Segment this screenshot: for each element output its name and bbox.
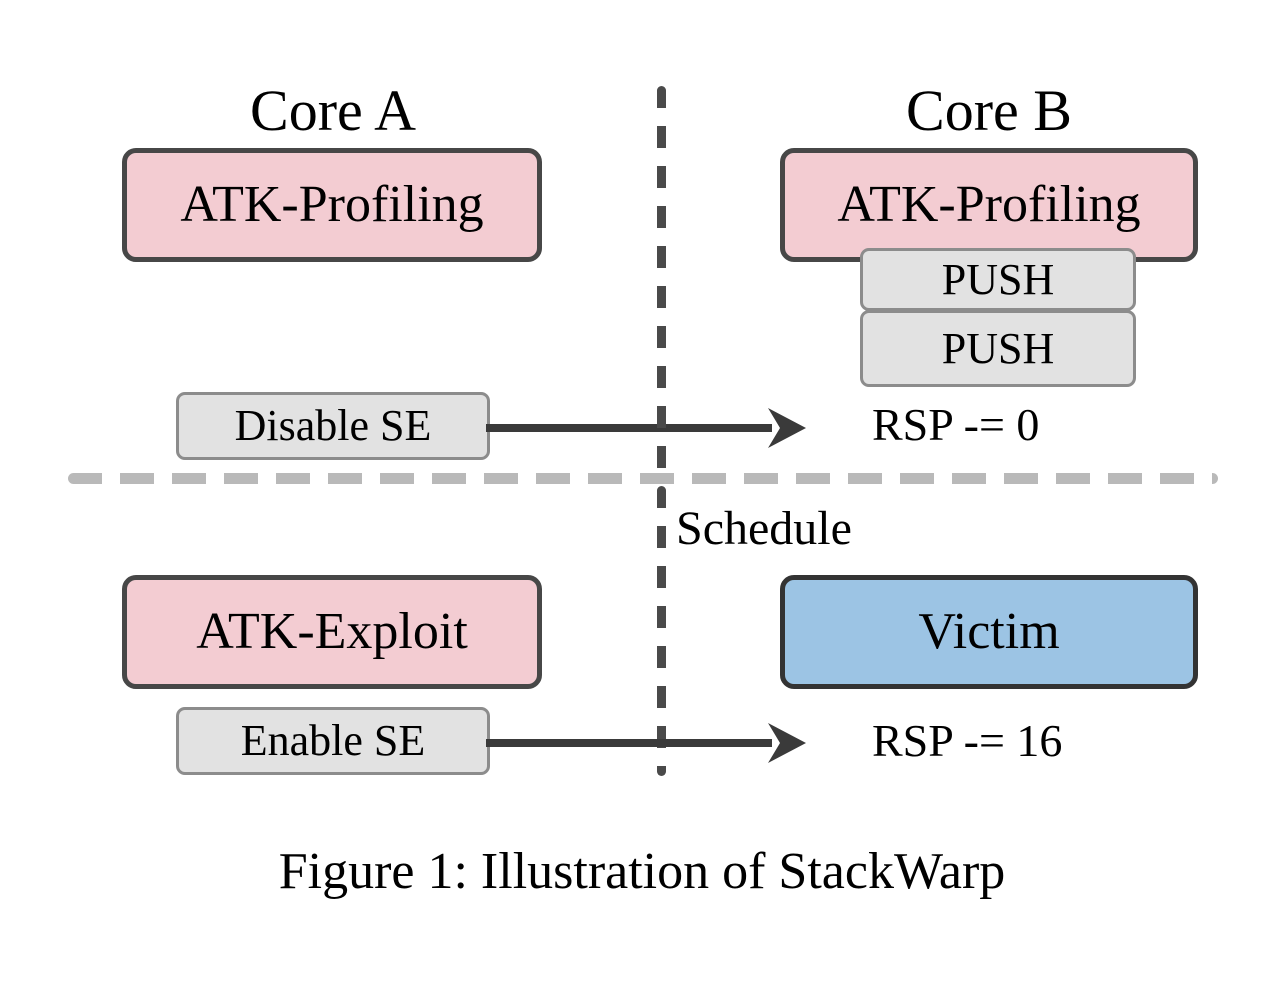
schedule-label: Schedule bbox=[676, 502, 852, 555]
process-box-atk-profiling-core-a: ATK-Profiling bbox=[122, 148, 542, 262]
stack-op-box-push-1: PUSH bbox=[860, 248, 1136, 311]
process-box-atk-exploit: ATK-Exploit bbox=[122, 575, 542, 689]
process-box-atk-profiling-core-b: ATK-Profiling bbox=[780, 148, 1198, 262]
result-label-rsp-top: RSP -= 0 bbox=[872, 399, 1040, 450]
column-heading-core-b: Core B bbox=[906, 78, 1072, 143]
phase-divider-horizontal bbox=[68, 473, 1218, 484]
stack-op-box-push-2: PUSH bbox=[860, 310, 1136, 387]
arrow-enable-se-to-core-b bbox=[486, 723, 806, 763]
core-divider-vertical-top bbox=[657, 86, 666, 486]
action-box-enable-se: Enable SE bbox=[176, 707, 490, 775]
action-box-disable-se: Disable SE bbox=[176, 392, 490, 460]
figure-caption: Figure 1: Illustration of StackWarp bbox=[278, 843, 1006, 900]
process-box-victim: Victim bbox=[780, 575, 1198, 689]
result-label-rsp-bottom: RSP -= 16 bbox=[872, 715, 1063, 766]
core-divider-vertical-bottom bbox=[657, 486, 666, 776]
column-heading-core-a: Core A bbox=[250, 78, 416, 143]
arrow-disable-se-to-core-b bbox=[486, 408, 806, 448]
